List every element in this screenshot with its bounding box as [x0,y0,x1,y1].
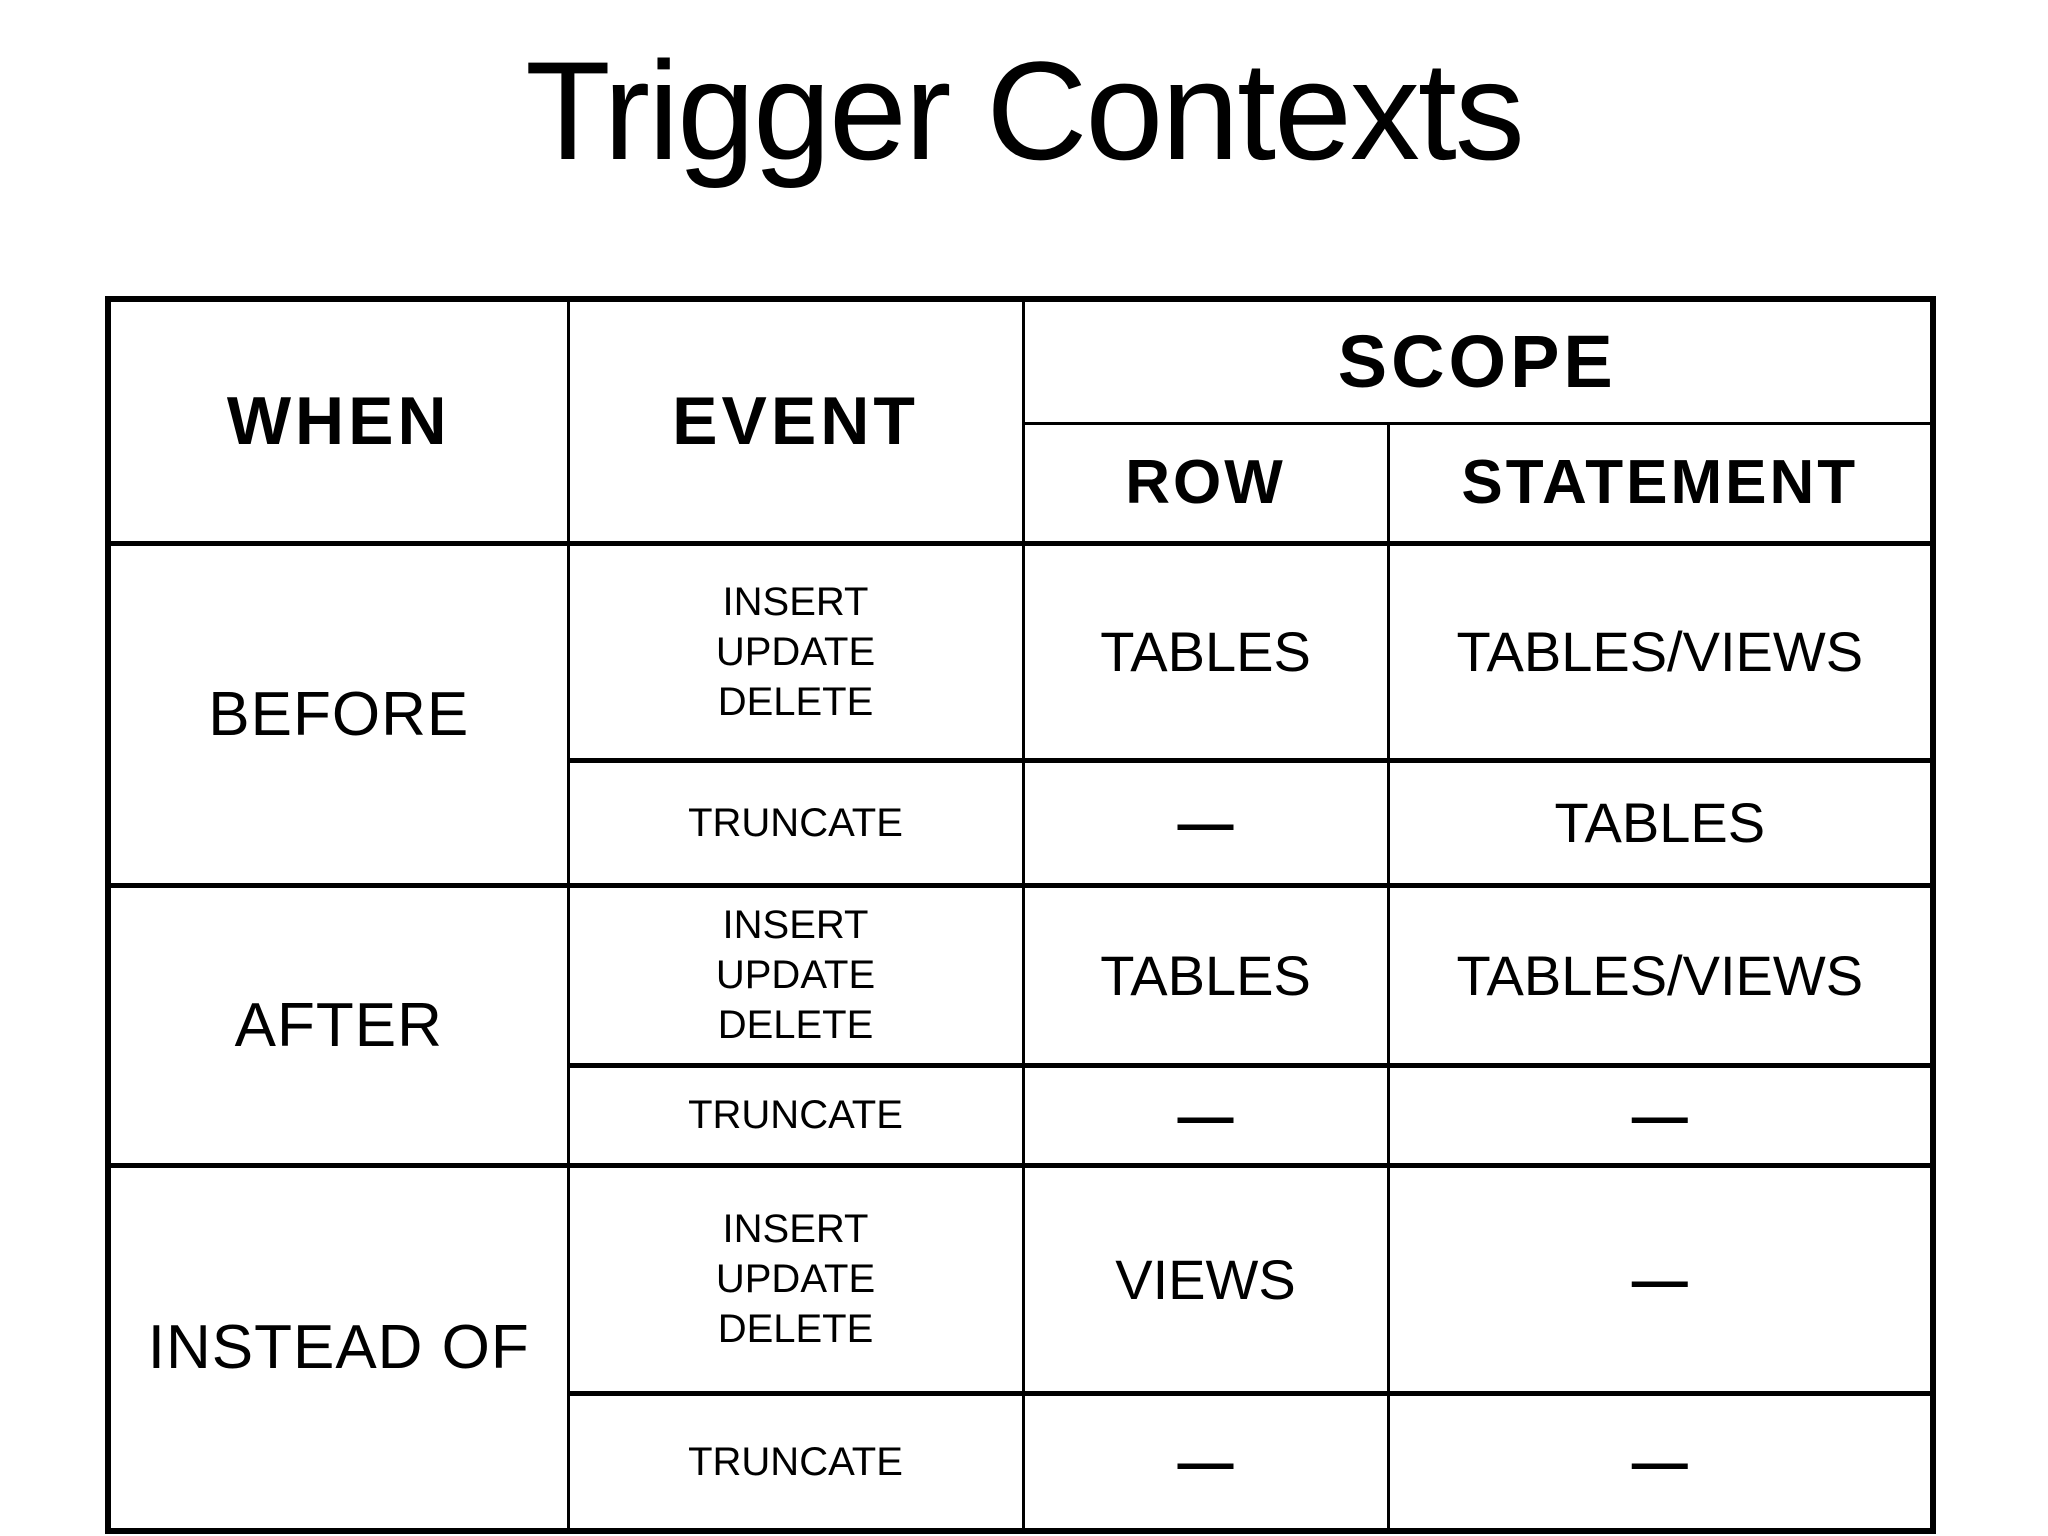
event-line: UPDATE [715,1257,876,1301]
cell-row-after-truncate: — [1021,1062,1390,1167]
event-line: TRUNCATE [688,1093,903,1137]
header-scope-row: ROW [1021,421,1390,545]
cell-event-insteadof-truncate: TRUNCATE [566,1390,1025,1533]
event-line: TRUNCATE [688,1439,903,1484]
event-line: DELETE [717,1003,874,1047]
cell-event-after-iud: INSERT UPDATE DELETE [566,882,1025,1067]
table-row-after-truncate: TRUNCATE — — [108,1062,1935,1167]
header-row-top: WHEN EVENT SCOPE [106,297,1935,545]
cell-statement-insteadof-iud: — [1386,1162,1935,1395]
cell-statement-insteadof-truncate: — [1386,1390,1935,1533]
cell-when-before: BEFORE [106,540,570,887]
header-when: WHEN [106,297,570,545]
cell-event-before-iud: INSERT UPDATE DELETE [566,540,1025,762]
cell-when-after: AFTER [106,882,570,1167]
event-line: DELETE [717,1307,874,1351]
table-row-after-iud: AFTER INSERT UPDATE DELETE TABLES TABLES… [106,882,1935,1167]
cell-row-before-iud: TABLES [1021,540,1390,762]
cell-event-after-truncate: TRUNCATE [566,1062,1025,1167]
page-title: Trigger Contexts [525,32,1525,189]
cell-statement-before-iud: TABLES/VIEWS [1386,540,1935,762]
cell-statement-after-iud: TABLES/VIEWS [1386,882,1935,1067]
cell-row-before-truncate: — [1021,757,1390,887]
cell-row-after-iud: TABLES [1021,882,1390,1067]
table-row-before-iud: BEFORE INSERT UPDATE DELETE TABLES TABLE… [106,540,1935,887]
cell-statement-after-truncate: — [1386,1062,1935,1167]
table-row-insteadof-truncate: TRUNCATE — — [108,1390,1935,1533]
header-scope-statement: STATEMENT [1386,421,1935,545]
cell-row-insteadof-truncate: — [1021,1390,1390,1533]
event-line: TRUNCATE [688,800,903,845]
event-line: DELETE [717,679,874,724]
event-line: INSERT [722,579,869,624]
cell-statement-before-truncate: TABLES [1386,757,1935,887]
event-line: INSERT [722,903,869,947]
header-scope: SCOPE [1021,297,1935,425]
cell-event-insteadof-iud: INSERT UPDATE DELETE [566,1162,1025,1395]
table-row-before-truncate: TRUNCATE — TABLES [108,757,1935,887]
cell-row-insteadof-iud: VIEWS [1021,1162,1390,1395]
header-event: EVENT [566,297,1025,545]
cell-event-before-truncate: TRUNCATE [566,757,1025,887]
table-row-insteadof-iud: INSTEAD OF INSERT UPDATE DELETE VIEWS — [106,1162,1935,1533]
event-line: UPDATE [715,629,876,674]
event-line: UPDATE [715,953,876,997]
header-row-sub: ROW STATEMENT [108,421,1935,545]
cell-when-insteadof: INSTEAD OF [106,1162,570,1533]
trigger-contexts-table: WHEN EVENT SCOPE ROW STATEMENT BEFORE IN… [105,296,1937,1534]
event-line: INSERT [722,1207,869,1251]
